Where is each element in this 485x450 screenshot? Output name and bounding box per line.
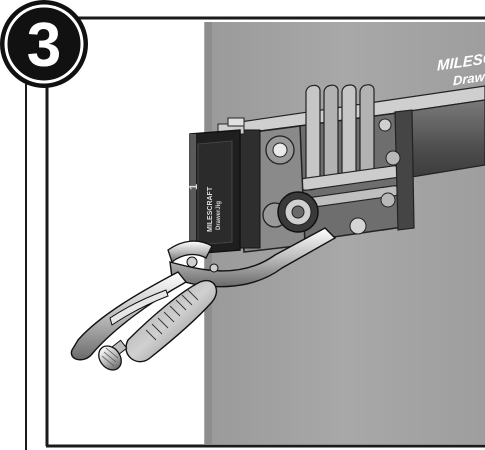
clamp-grip (125, 279, 218, 363)
jig-cam-knob (277, 191, 319, 233)
jig-front-plate (189, 129, 241, 255)
jig-icon: MILESCRAFT DrawerJig 1 MILESCRAFT Drawer… (188, 44, 485, 255)
jig-side-brand: MILESCRAFT (207, 186, 214, 232)
clamp-adjust-screw (98, 339, 128, 371)
jig-guide-ribs (305, 84, 375, 191)
jig-side-number: 1 (188, 184, 200, 190)
clamp-icon (70, 227, 337, 371)
step-badge: 3 (0, 0, 88, 88)
step-number: 3 (27, 11, 61, 80)
frame (25, 16, 485, 450)
jig-side-model: DrawerJig (216, 201, 222, 230)
